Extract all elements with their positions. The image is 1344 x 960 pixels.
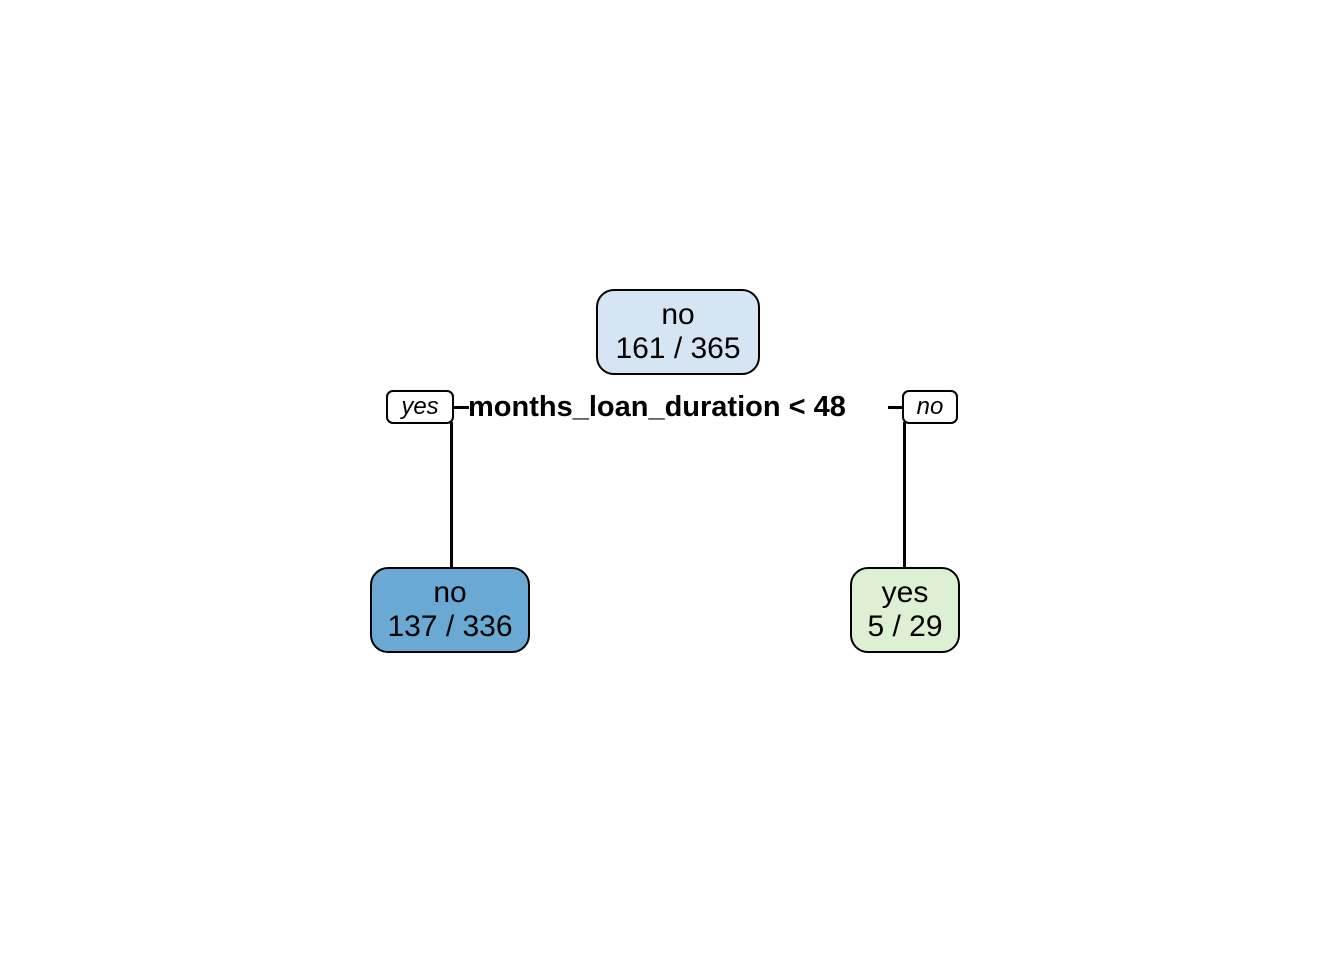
tree-node-leaf-left[interactable]: no 137 / 336 (370, 567, 530, 653)
split-left-tick (453, 406, 469, 409)
leaf-left-counts: 137 / 336 (387, 610, 513, 643)
tree-node-root[interactable]: no 161 / 365 (596, 289, 760, 375)
edge-label-yes-text: yes (401, 393, 439, 420)
edge-left-connector (450, 422, 453, 574)
tree-node-leaf-right[interactable]: yes 5 / 29 (850, 567, 960, 653)
root-node-counts: 161 / 365 (615, 332, 741, 365)
leaf-right-class-label: yes (881, 576, 929, 610)
leaf-right-counts: 5 / 29 (867, 610, 943, 643)
split-right-tick (888, 406, 904, 409)
edge-label-no-text: no (916, 393, 944, 420)
edge-right-connector (903, 422, 906, 574)
leaf-left-class-label: no (433, 576, 467, 610)
edge-label-yes[interactable]: yes (386, 390, 454, 424)
root-node-class-label: no (661, 298, 695, 332)
edge-label-no[interactable]: no (902, 390, 958, 424)
split-condition-text: months_loan_duration < 48 (468, 391, 846, 423)
